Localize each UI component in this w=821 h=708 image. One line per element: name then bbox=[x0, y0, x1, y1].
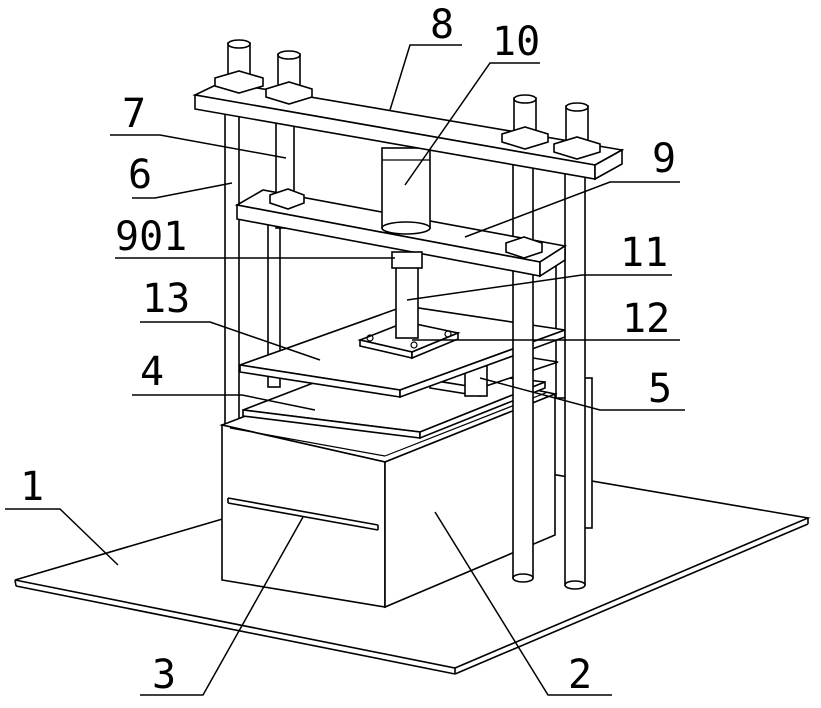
label-5: 5 bbox=[648, 366, 672, 412]
label-13: 13 bbox=[142, 276, 190, 322]
label-1: 1 bbox=[20, 464, 44, 510]
front-guide-posts bbox=[275, 117, 586, 590]
label-11: 11 bbox=[620, 230, 668, 276]
label-12: 12 bbox=[622, 296, 670, 342]
label-4: 4 bbox=[140, 349, 164, 395]
label-2: 2 bbox=[568, 652, 592, 698]
label-3: 3 bbox=[152, 652, 176, 698]
top-bolts bbox=[214, 39, 601, 160]
rod-extension bbox=[391, 251, 423, 269]
label-6: 6 bbox=[128, 152, 152, 198]
cylinder bbox=[381, 147, 431, 235]
label-8: 8 bbox=[430, 2, 454, 48]
piston-rod bbox=[395, 257, 419, 339]
slot bbox=[227, 497, 379, 531]
middle-plate-nuts bbox=[269, 188, 543, 259]
label-901: 901 bbox=[115, 214, 187, 260]
label-9: 9 bbox=[652, 136, 676, 182]
leader-lines bbox=[5, 44, 685, 696]
label-7: 7 bbox=[122, 91, 146, 137]
part-labels: 1 2 3 4 5 6 7 8 9 901 10 11 12 13 bbox=[20, 2, 676, 698]
label-10: 10 bbox=[492, 19, 540, 65]
